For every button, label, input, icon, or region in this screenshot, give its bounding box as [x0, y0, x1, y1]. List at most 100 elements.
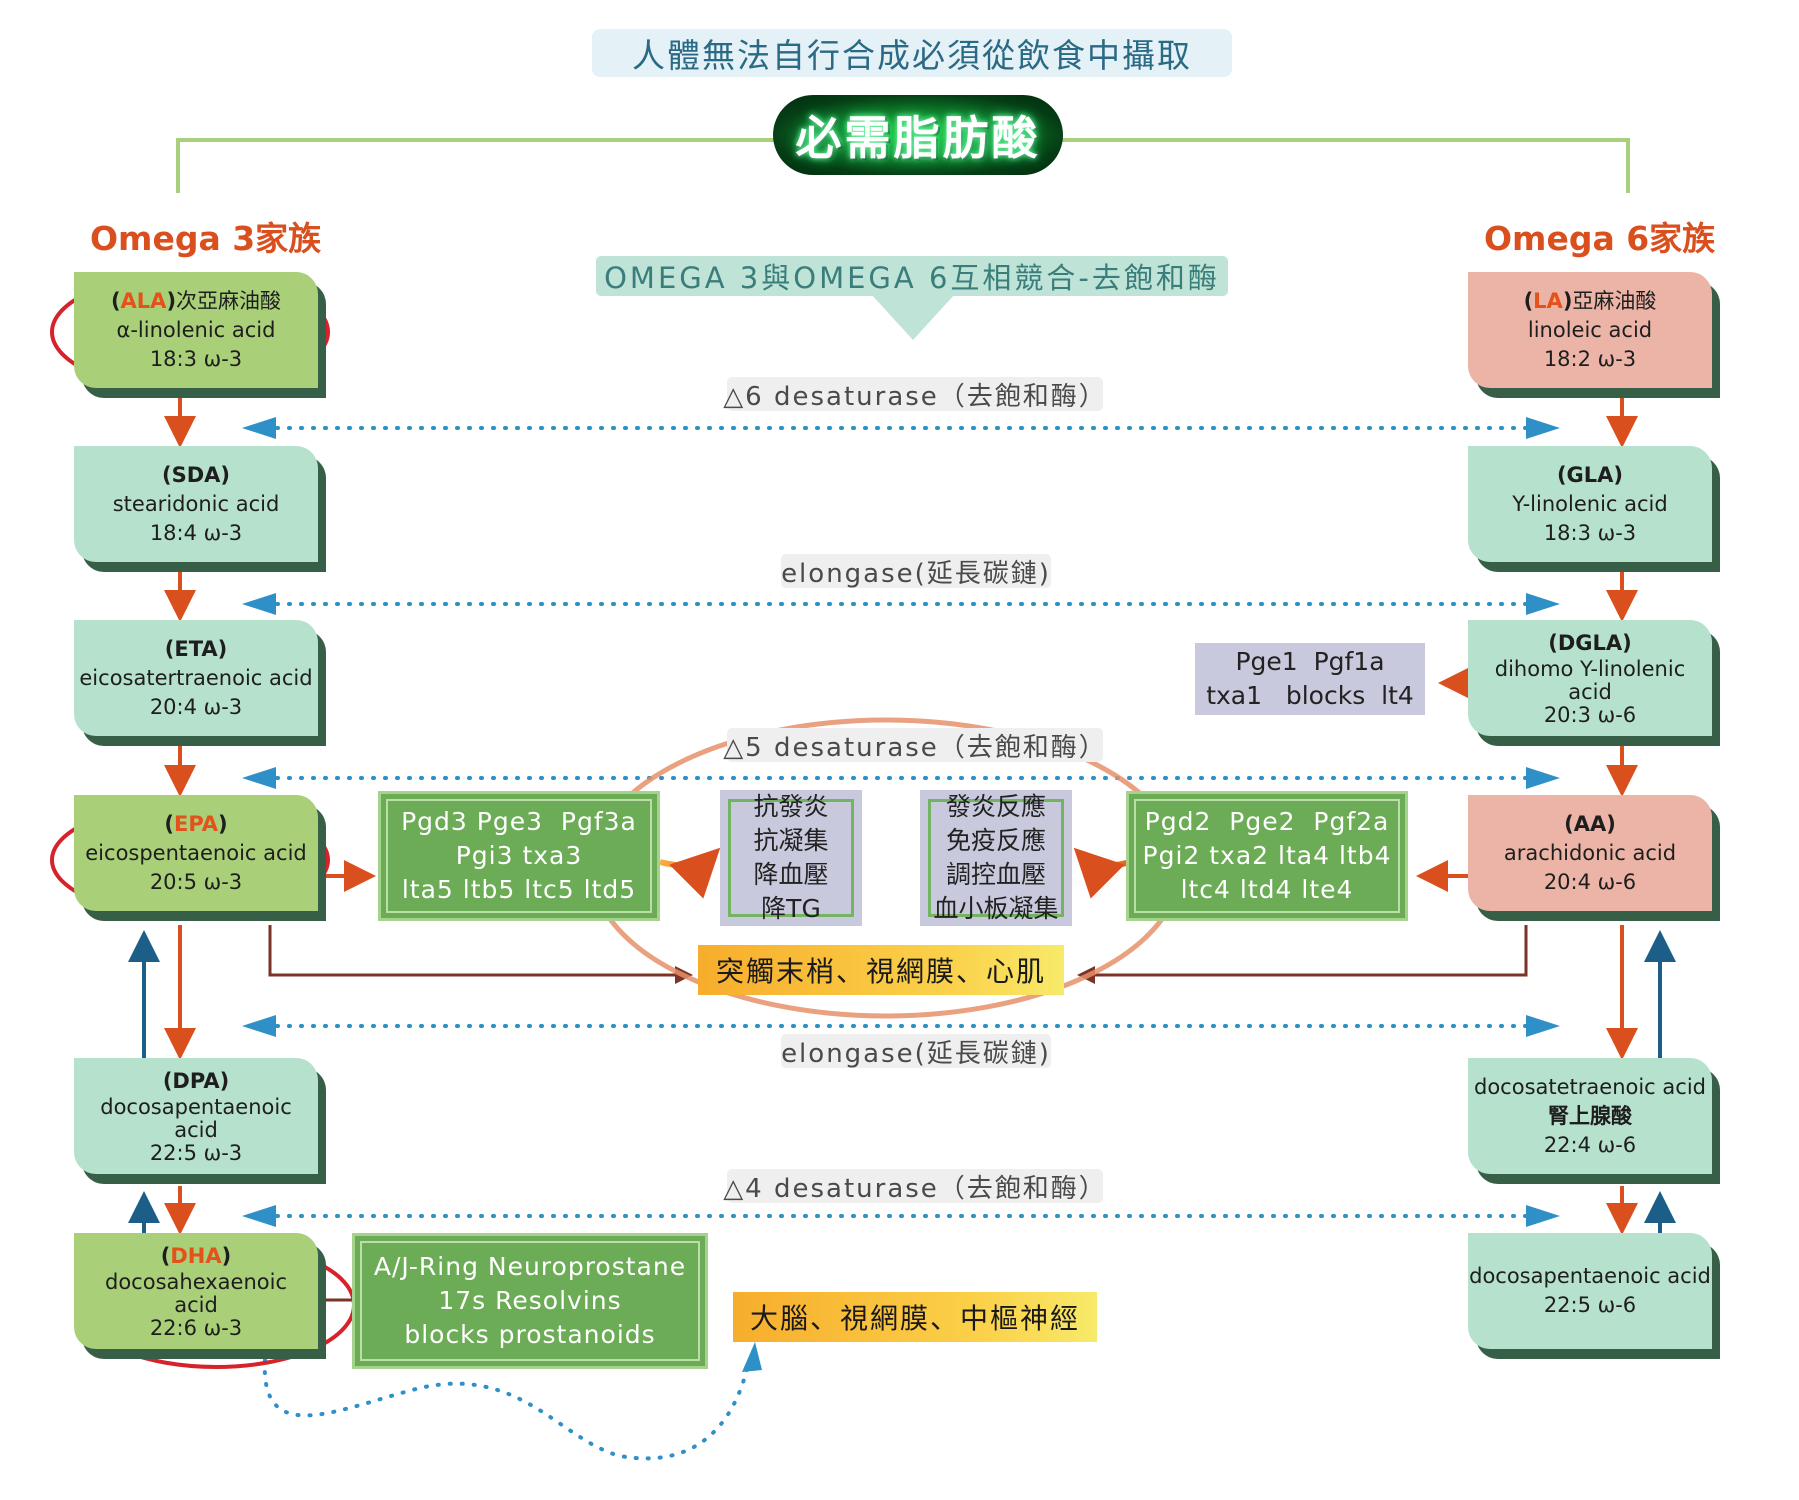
dha-name-line2: acid	[174, 1293, 218, 1317]
la-formula: 18:2 ω-3	[1543, 346, 1637, 371]
epa-products-box: Pgd3 Pge3 Pgf3a Pgi3 txa3 lta5 ltb5 ltc5…	[378, 791, 660, 921]
la-chinese-name: 亞麻油酸	[1572, 288, 1657, 313]
delta6-desaturase-label: △6 desaturase（去飽和酶）	[723, 377, 1105, 412]
sda-abbr: (SDA)	[161, 462, 230, 487]
dha-target-tissues: 大腦、視網膜、中樞神經	[733, 1292, 1097, 1342]
la-node: (LA)亞麻油酸 linoleic acid 18:2 ω-3	[1468, 272, 1712, 388]
sda-node: (SDA) stearidonic acid 18:4 ω-3	[74, 446, 318, 562]
la-paren-open: (	[1523, 288, 1534, 313]
anti-effects-frame: 抗發炎 抗凝集 降血壓 降TG	[728, 792, 854, 923]
pro-effects-frame: 發炎反應 免疫反應 調控血壓 血小板凝集	[928, 792, 1064, 923]
epa-aa-target-tissues: 突觸末梢、視網膜、心肌	[698, 945, 1064, 995]
dpa6-name: docosapentaenoic acid	[1469, 1264, 1711, 1288]
page-title: 必需脂肪酸	[773, 95, 1063, 175]
epa-paren-open: (	[164, 811, 174, 836]
dha-name-line1: docosahexaenoic	[105, 1270, 287, 1294]
competition-dotted-arrows	[251, 426, 1550, 1218]
ala-paren-open: (	[110, 288, 121, 313]
anti-effect-item: 抗凝集	[753, 826, 829, 855]
eta-abbr: (ETA)	[164, 636, 228, 661]
dha-product-line: 17s Resolvins	[438, 1286, 622, 1315]
elongase-label-1: elongase(延長碳鏈)	[781, 554, 1051, 589]
ala-paren-close: )	[166, 288, 177, 313]
dgla-products-box: Pge1 Pgf1a txa1 blocks lt4	[1195, 643, 1425, 715]
aa-product-line: Pgd2 Pge2 Pgf2a	[1144, 807, 1390, 836]
la-abbr: LA	[1533, 288, 1563, 313]
elongase-label-2: elongase(延長碳鏈)	[781, 1034, 1051, 1069]
anti-effect-item: 降TG	[761, 894, 821, 923]
eta-formula: 20:4 ω-3	[149, 694, 243, 719]
adrenic-formula: 22:4 ω-6	[1543, 1132, 1637, 1157]
dpa-abbr: (DPA)	[162, 1069, 230, 1093]
adrenic-name: docosatetraenoic acid	[1474, 1074, 1706, 1099]
omega3-family-label: Omega 3家族	[90, 219, 322, 258]
sda-name: stearidonic acid	[112, 491, 280, 516]
aa-node: (AA) arachidonic acid 20:4 ω-6	[1468, 795, 1712, 911]
epa-product-line: Pgi3 txa3	[455, 841, 583, 870]
dpa-node: (DPA) docosapentaenoic acid 22:5 ω-3	[74, 1058, 318, 1174]
ala-name: α-linolenic acid	[116, 317, 276, 342]
dha-product-line: blocks prostanoids	[404, 1320, 656, 1349]
epa-product-line: lta5 ltb5 ltc5 ltd5	[401, 875, 637, 904]
ala-abbr: ALA	[120, 288, 167, 313]
delta5-desaturase-label: △5 desaturase（去飽和酶）	[723, 728, 1105, 763]
aa-name: arachidonic acid	[1503, 840, 1677, 865]
pro-effect-item: 調控血壓	[945, 860, 1046, 889]
dgla-product-line: txa1 blocks lt4	[1206, 681, 1414, 710]
competition-label: OMEGA 3與OMEGA 6互相競合-去飽和酶	[596, 256, 1228, 296]
aa-formula: 20:4 ω-6	[1543, 869, 1637, 894]
gla-formula: 18:3 ω-3	[1543, 520, 1637, 545]
la-name: linoleic acid	[1527, 317, 1653, 342]
ala-formula: 18:3 ω-3	[149, 346, 243, 371]
dpa-name-line2: acid	[174, 1118, 218, 1142]
competition-callout-tail	[871, 294, 955, 340]
ala-node: (ALA)次亞麻油酸 α-linolenic acid 18:3 ω-3	[74, 272, 318, 388]
aa-products-box: Pgd2 Pge2 Pgf2a Pgi2 txa2 lta4 ltb4 ltc4…	[1126, 791, 1408, 921]
epa-paren-close: )	[218, 811, 228, 836]
pro-effect-item: 血小板凝集	[933, 894, 1059, 923]
dha-node: (DHA) docosahexaenoic acid 22:6 ω-3	[74, 1233, 318, 1349]
gla-name: Y-linolenic acid	[1512, 491, 1668, 516]
ala-chinese-name: 次亞麻油酸	[176, 288, 282, 313]
adrenic-chinese-name: 腎上腺酸	[1548, 1103, 1632, 1128]
dpa6-formula: 22:5 ω-6	[1543, 1293, 1637, 1317]
dgla-abbr: (DGLA)	[1548, 631, 1632, 655]
pro-inflammatory-effects-box: 發炎反應 免疫反應 調控血壓 血小板凝集	[920, 790, 1072, 926]
anti-effect-item: 降血壓	[753, 860, 829, 889]
dha-formula: 22:6 ω-3	[149, 1316, 243, 1340]
eta-node: (ETA) eicosatertraenoic acid 20:4 ω-3	[74, 620, 318, 736]
gla-node: (GLA) Y-linolenic acid 18:3 ω-3	[1468, 446, 1712, 562]
adrenic-acid-node: docosatetraenoic acid 腎上腺酸 22:4 ω-6	[1468, 1058, 1712, 1174]
dgla-name-line1: dihomo Y-linolenic	[1494, 657, 1686, 681]
epa-product-line: Pgd3 Pge3 Pgf3a	[401, 807, 637, 836]
aa-product-line: Pgi2 txa2 lta4 ltb4	[1142, 841, 1392, 870]
pro-effect-item: 免疫反應	[945, 826, 1046, 855]
aa-product-line: ltc4 ltd4 lte4	[1180, 875, 1354, 904]
dha-brain-dotted-arrow	[262, 1358, 750, 1461]
dha-paren-open: (	[160, 1244, 171, 1268]
aa-abbr: (AA)	[1564, 811, 1616, 836]
sda-formula: 18:4 ω-3	[149, 520, 243, 545]
dgla-node: (DGLA) dihomo Y-linolenic acid 20:3 ω-6	[1468, 620, 1712, 736]
la-paren-close: )	[1562, 288, 1573, 313]
essential-banner: 人體無法自行合成必須從飲食中攝取	[592, 29, 1232, 77]
dgla-name-line2: acid	[1568, 680, 1612, 704]
epa-formula: 20:5 ω-3	[149, 869, 243, 894]
dgla-product-line: Pge1 Pgf1a	[1235, 647, 1385, 676]
dha-product-line: A/J-Ring Neuroprostane	[373, 1252, 687, 1281]
anti-effect-arrow	[659, 847, 721, 899]
epa-node: (EPA) eicospentaenoic acid 20:5 ω-3	[74, 795, 318, 911]
dpa-formula: 22:5 ω-3	[149, 1141, 243, 1165]
target-tissue-lines	[268, 925, 1528, 1302]
eta-name: eicosatertraenoic acid	[79, 665, 313, 690]
retro-conversion-arrows	[128, 930, 1676, 1233]
dpa6-node: docosapentaenoic acid 22:5 ω-6	[1468, 1233, 1712, 1349]
epa-name: eicospentaenoic acid	[85, 840, 307, 865]
pro-effect-arrow	[1073, 847, 1131, 899]
dha-abbr: DHA	[170, 1244, 222, 1268]
epa-abbr: EPA	[173, 811, 219, 836]
competition-arrowheads	[242, 417, 1560, 1227]
anti-effect-item: 抗發炎	[753, 792, 829, 821]
dha-products-box: A/J-Ring Neuroprostane 17s Resolvins blo…	[352, 1233, 708, 1369]
